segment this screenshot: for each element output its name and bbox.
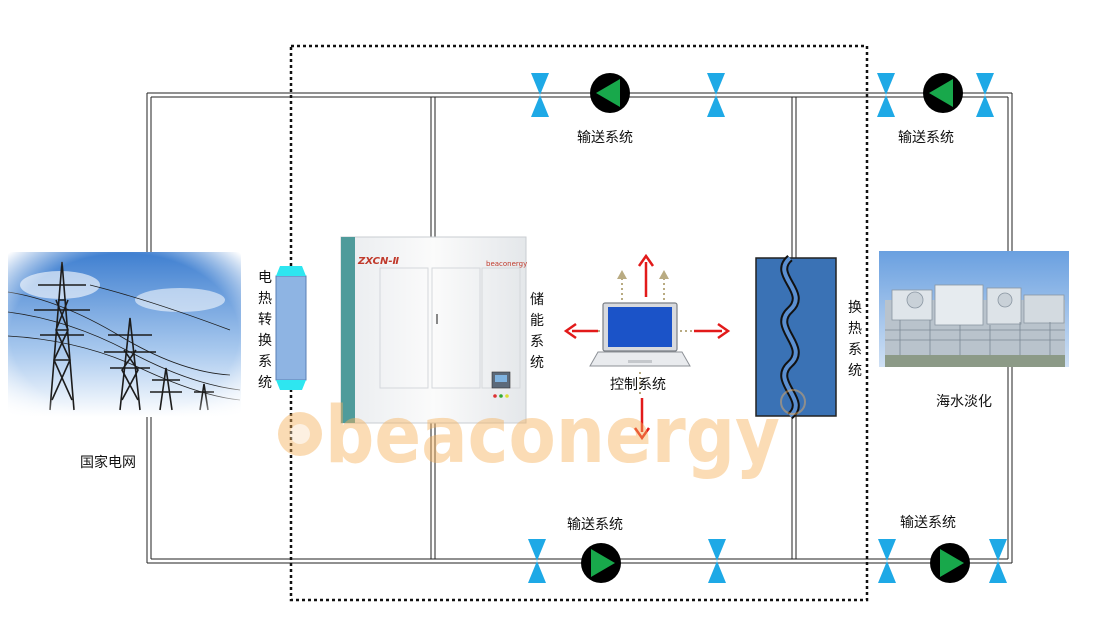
- valve-icon: [989, 539, 1007, 583]
- valve-icon: [708, 539, 726, 583]
- valve-icon: [877, 73, 895, 117]
- valve-icon: [707, 73, 725, 117]
- transport-label-bottom-right: 输送系统: [900, 515, 956, 531]
- electric-heater: [275, 266, 307, 390]
- heat-exchange-label: 换热系统: [848, 300, 862, 379]
- watermark-text: beaconergy: [325, 391, 780, 481]
- storage-label: 储能系统: [530, 292, 544, 371]
- control-signal-arrows: [563, 253, 731, 441]
- valve-icon: [878, 539, 896, 583]
- control-label: 控制系统: [610, 377, 666, 393]
- transport-label-top-right: 输送系统: [898, 130, 954, 146]
- pump-icon: [923, 73, 963, 113]
- pump-icon: [590, 73, 630, 113]
- heat-conversion-label: 电热转换系统: [258, 270, 272, 391]
- valve-group: [528, 73, 1007, 583]
- power-grid-image: [7, 252, 241, 417]
- valve-icon: [528, 539, 546, 583]
- pump-icon: [581, 543, 621, 583]
- valve-icon: [531, 73, 549, 117]
- pump-icon: [930, 543, 970, 583]
- transport-label-top-middle: 输送系统: [577, 130, 633, 146]
- transport-label-bottom-middle: 输送系统: [567, 517, 623, 533]
- heat-exchanger: [755, 254, 837, 420]
- watermark: [278, 389, 806, 456]
- device-model-text: ZXCN-Ⅱ: [357, 256, 399, 267]
- pump-group: [581, 73, 970, 583]
- desalination-plant-icon: [885, 284, 1065, 367]
- device-brand-text: beaconergy: [486, 260, 527, 268]
- laptop-icon: [589, 302, 691, 367]
- desalination-plant-image: [879, 251, 1069, 367]
- desalination-label: 海水淡化: [936, 394, 992, 410]
- valve-icon: [976, 73, 994, 117]
- grid-label: 国家电网: [80, 455, 136, 471]
- storage-cabinet-image: [340, 236, 527, 424]
